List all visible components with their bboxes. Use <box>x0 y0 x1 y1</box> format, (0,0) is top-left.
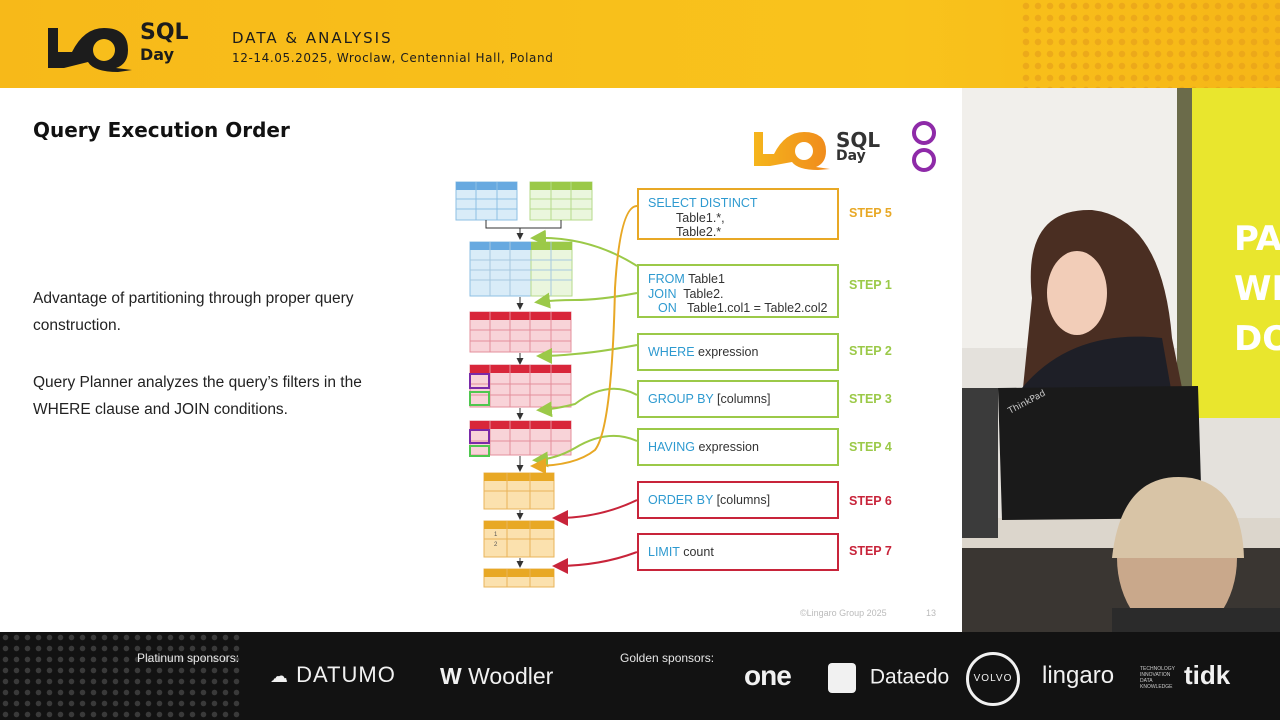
slide-copyright: ©Lingaro Group 2025 <box>800 608 887 618</box>
cloud-icon: ☁ <box>270 666 289 686</box>
event-title: DATA & ANALYSIS <box>232 29 393 47</box>
slide-paragraph-1: Advantage of partitioning through proper… <box>33 290 354 334</box>
step1-label: STEP 1 <box>849 278 892 292</box>
presentation-slide: Query Execution Order Advantage of parti… <box>0 88 962 632</box>
step3-groupby-box: GROUP BY [columns] <box>637 380 839 418</box>
platinum-sponsors-label: Platinum sponsors: <box>137 651 240 665</box>
slide-logo-day: Day <box>836 148 866 164</box>
execution-order-diagram: 1 2 <box>455 181 638 588</box>
step6-orderby-box: ORDER BY [columns] <box>637 481 839 519</box>
sponsor-one: one <box>744 660 792 691</box>
grouped-table-grid <box>469 364 572 408</box>
slide-page-number: 13 <box>926 608 937 618</box>
step7-limit-box: LIMIT count <box>637 533 839 571</box>
event-subtitle: 12-14.05.2025, Wroclaw, Centennial Hall,… <box>232 51 554 65</box>
slide-title: Query Execution Order <box>33 118 290 142</box>
slide-logo-sql: SQL <box>836 128 881 152</box>
sponsor-datumo: ☁ DATUMO <box>270 662 396 687</box>
sponsor-dataedo: Dataedo <box>828 663 949 693</box>
step1-from-box: FROM Table1 JOIN Table2. ON Table1.col1 … <box>637 264 839 318</box>
selected-table-grid <box>483 472 555 510</box>
banner-dots-pattern <box>1020 0 1280 88</box>
filtered-table-grid <box>469 311 572 353</box>
step5-select-box: SELECT DISTINCT Table1.*, Table2.* <box>637 188 839 240</box>
sqlday-logo-mark-icon <box>48 28 132 72</box>
logo-day-text: Day <box>140 45 175 64</box>
step2-where-box: WHERE expression <box>637 333 839 371</box>
slide-paragraph-2: Query Planner analyzes the query’s filte… <box>33 374 362 418</box>
joined-table-grid <box>469 241 573 297</box>
slide-sqlday-logo: SQL Day <box>752 126 892 170</box>
limited-table-grid <box>483 568 555 588</box>
lingaro-circles-icon <box>912 121 936 172</box>
having-table-grid <box>469 420 572 457</box>
step2-label: STEP 2 <box>849 344 892 358</box>
database-icon <box>828 663 856 693</box>
golden-sponsors-label: Golden sponsors: <box>620 651 715 665</box>
step4-label: STEP 4 <box>849 440 892 454</box>
speaker-video-frame: PAS WI DO ThinkPad <box>962 88 1280 632</box>
table1-grid <box>455 181 518 221</box>
step5-label: STEP 5 <box>849 206 892 220</box>
backdrop-text-2: WI <box>1234 269 1280 309</box>
step7-label: STEP 7 <box>849 544 892 558</box>
backdrop-text-3: DO <box>1234 319 1280 359</box>
slide-logo-mark-icon <box>754 132 830 170</box>
ordered-table-grid <box>483 520 555 558</box>
sponsor-volvo: VOLVO <box>966 652 1020 706</box>
table2-grid <box>529 181 593 221</box>
step3-label: STEP 3 <box>849 392 892 406</box>
backdrop-text-1: PAS <box>1234 219 1280 259</box>
sponsor-dots-pattern <box>0 632 240 720</box>
row-number-2: 2 <box>494 542 498 548</box>
speaker-camera-feed: PAS WI DO ThinkPad <box>962 88 1280 632</box>
event-banner: SQL Day DATA & ANALYSIS 12-14.05.2025, W… <box>0 0 1280 88</box>
row-number-1: 1 <box>494 532 498 538</box>
sponsor-lingaro: lingaro <box>1042 662 1115 689</box>
sponsors-bar: Platinum sponsors: Golden sponsors: ☁ DA… <box>0 632 1280 720</box>
step6-label: STEP 6 <box>849 494 892 508</box>
sponsor-woodler: W Woodler <box>440 663 554 689</box>
logo-sql-text: SQL <box>140 20 189 45</box>
w-chevron-icon: W <box>440 663 462 689</box>
step4-having-box: HAVING expression <box>637 428 839 466</box>
sponsor-tidk: tidk <box>1184 660 1231 690</box>
sqlday-logo: SQL Day <box>44 22 194 72</box>
